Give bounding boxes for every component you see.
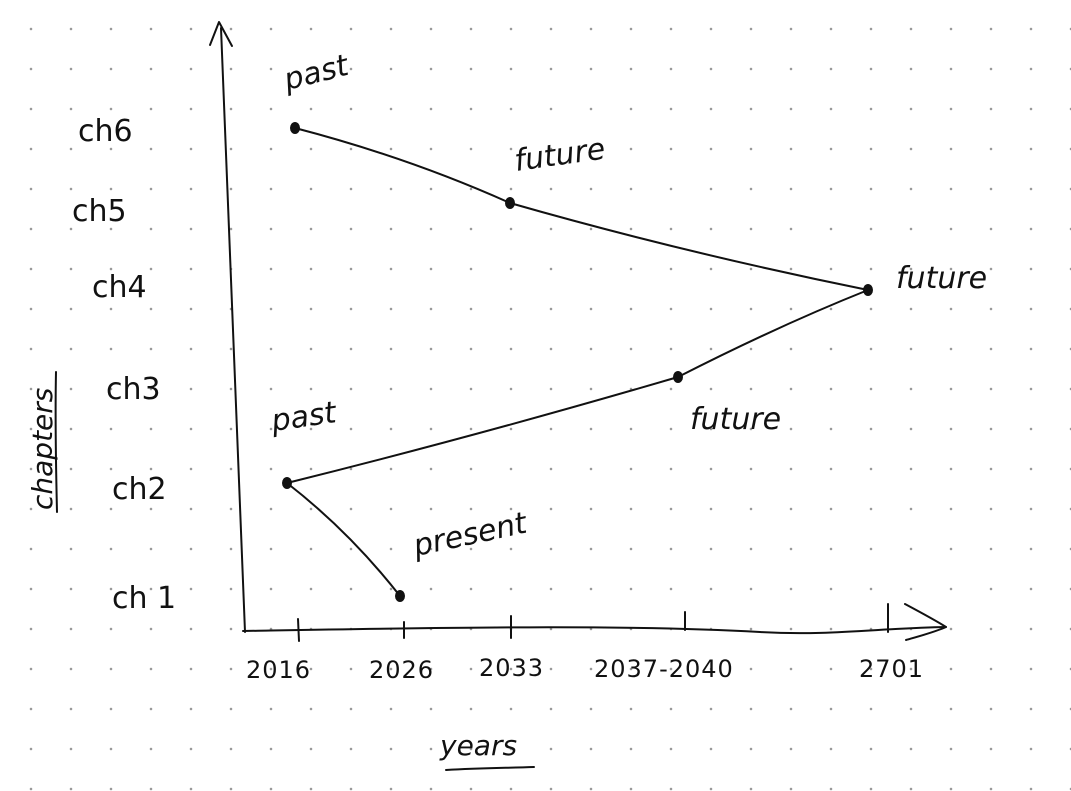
data-point-ch5 bbox=[505, 197, 515, 209]
x-tick-labels: 2016 2026 2033 2037-2040 2701 bbox=[246, 654, 924, 684]
y-tick-ch2: ch2 bbox=[112, 472, 167, 507]
y-tick-ch1: ch 1 bbox=[112, 581, 176, 616]
x-tick-2037-2040: 2037-2040 bbox=[594, 655, 734, 683]
x-axis-arrow bbox=[904, 603, 947, 641]
x-tick-mark-2016 bbox=[297, 618, 300, 642]
annotation-ch5: future bbox=[512, 132, 607, 179]
annotation-ch4: future bbox=[896, 261, 987, 296]
data-point-ch2 bbox=[282, 477, 292, 489]
x-tick-2033: 2033 bbox=[479, 654, 544, 682]
x-tick-2701: 2701 bbox=[859, 655, 924, 683]
annotation-ch1: present bbox=[409, 505, 531, 564]
data-point-ch6 bbox=[290, 122, 300, 134]
data-point-ch3 bbox=[673, 371, 683, 383]
y-axis-title: chapters bbox=[26, 388, 59, 510]
y-tick-ch5: ch5 bbox=[72, 194, 127, 229]
series-line bbox=[286, 127, 869, 597]
x-axis-line bbox=[242, 626, 947, 635]
annotation-ch6: past bbox=[279, 48, 353, 98]
x-tick-2016: 2016 bbox=[246, 656, 311, 684]
data-point-ch1 bbox=[395, 590, 405, 602]
point-annotations: present past future future future past bbox=[268, 48, 987, 564]
y-axis-title-underline bbox=[54, 371, 58, 513]
annotation-ch3: future bbox=[690, 402, 781, 437]
y-tick-ch6: ch6 bbox=[78, 114, 133, 149]
x-tick-marks bbox=[297, 603, 889, 642]
x-axis-title: years bbox=[439, 729, 517, 762]
y-tick-labels: ch 1 ch2 ch3 ch4 ch5 ch6 bbox=[72, 114, 176, 616]
y-axis-line bbox=[220, 27, 246, 633]
data-points bbox=[282, 122, 873, 602]
x-tick-2026: 2026 bbox=[369, 656, 434, 684]
y-tick-ch4: ch4 bbox=[92, 270, 147, 305]
annotation-ch2: past bbox=[268, 395, 339, 439]
y-axis-arrow bbox=[209, 21, 233, 47]
data-point-ch4 bbox=[863, 284, 873, 296]
x-axis-title-underline bbox=[445, 766, 535, 771]
y-tick-ch3: ch3 bbox=[106, 372, 161, 407]
